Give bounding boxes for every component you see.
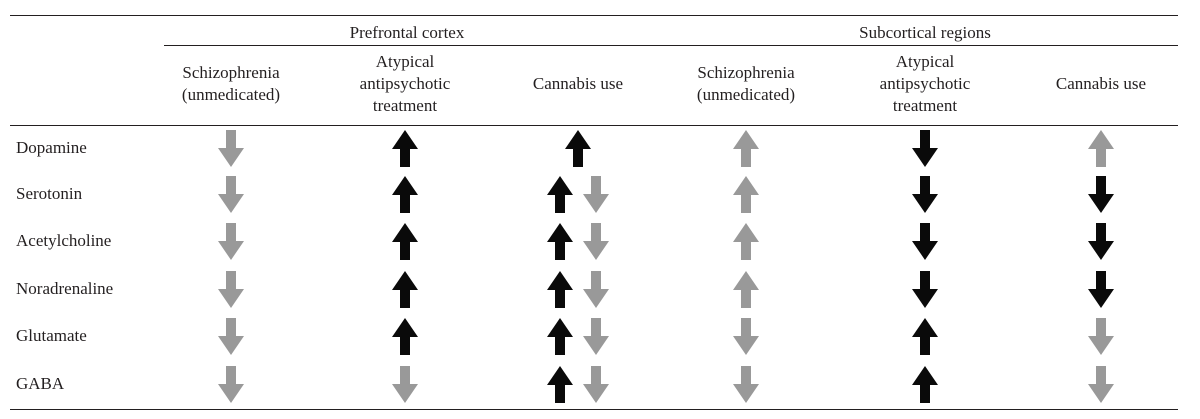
arrow-up-gray-icon: [733, 271, 759, 308]
column-header-line: antipsychotic: [879, 74, 971, 93]
arrow-down-gray-icon: [1088, 318, 1114, 355]
column-header-subcortical-atypical-antipsychotic-treatment: Atypical antipsychotic treatment: [840, 51, 1010, 117]
arrow-up-gray-icon: [1088, 130, 1114, 167]
group-header-rule: [164, 45, 1178, 46]
arrow-up-gray-icon: [733, 130, 759, 167]
arrow-down-gray-icon: [392, 366, 418, 403]
column-header-subcortical-cannabis-use: Cannabis use: [1026, 73, 1176, 95]
group-header-prefrontal-cortex: Prefrontal cortex: [349, 23, 465, 42]
row-label: Dopamine: [16, 138, 87, 157]
arrow-down-gray-icon: [218, 366, 244, 403]
column-header-line: antipsychotic: [359, 74, 451, 93]
column-header-prefrontal-atypical-antipsychotic-treatment: Atypical antipsychotic treatment: [320, 51, 490, 117]
arrow-down-black-icon: [912, 130, 938, 167]
arrow-down-gray-icon: [583, 318, 609, 355]
bottom-rule: [10, 409, 1178, 410]
arrow-down-black-icon: [1088, 223, 1114, 260]
column-header-line: Atypical: [375, 52, 435, 71]
group-header-subcortical-regions: Subcortical regions: [859, 23, 991, 42]
column-header-line: (unmedicated): [696, 85, 796, 104]
arrow-up-black-icon: [547, 271, 573, 308]
arrow-up-black-icon: [547, 176, 573, 213]
arrow-down-gray-icon: [583, 176, 609, 213]
arrow-down-gray-icon: [583, 366, 609, 403]
column-header-prefrontal-cannabis-use: Cannabis use: [493, 73, 663, 95]
column-header-line: treatment: [372, 96, 438, 115]
column-header-line: treatment: [892, 96, 958, 115]
arrow-up-gray-icon: [733, 223, 759, 260]
row-label: Glutamate: [16, 326, 87, 345]
arrow-down-gray-icon: [583, 223, 609, 260]
column-header-line: Cannabis use: [1055, 74, 1147, 93]
arrow-up-black-icon: [547, 223, 573, 260]
row-label: Noradrenaline: [16, 279, 114, 298]
arrow-up-black-icon: [547, 366, 573, 403]
column-header-line: Cannabis use: [532, 74, 624, 93]
arrow-down-gray-icon: [583, 271, 609, 308]
column-header-prefrontal-schizophrenia-unmedicated: Schizophrenia (unmedicated): [146, 62, 316, 106]
column-header-line: (unmedicated): [181, 85, 281, 104]
column-header-line: Schizophrenia: [697, 63, 795, 82]
arrow-up-black-icon: [565, 130, 591, 167]
arrow-up-black-icon: [912, 318, 938, 355]
column-header-line: Atypical: [895, 52, 955, 71]
arrow-down-gray-icon: [218, 271, 244, 308]
arrow-up-black-icon: [392, 223, 418, 260]
arrow-up-black-icon: [547, 318, 573, 355]
arrow-down-black-icon: [1088, 176, 1114, 213]
arrow-up-black-icon: [392, 176, 418, 213]
top-rule: [10, 15, 1178, 16]
row-label: Acetylcholine: [16, 231, 112, 250]
arrow-up-black-icon: [392, 271, 418, 308]
arrow-down-black-icon: [912, 271, 938, 308]
arrow-down-gray-icon: [218, 223, 244, 260]
column-header-line: Schizophrenia: [182, 63, 280, 82]
arrow-down-gray-icon: [1088, 366, 1114, 403]
arrow-up-gray-icon: [733, 176, 759, 213]
arrow-down-gray-icon: [218, 176, 244, 213]
column-header-subcortical-schizophrenia-unmedicated: Schizophrenia (unmedicated): [661, 62, 831, 106]
arrow-down-gray-icon: [733, 318, 759, 355]
arrow-up-black-icon: [392, 318, 418, 355]
arrow-down-black-icon: [912, 176, 938, 213]
column-header-rule: [10, 125, 1178, 126]
row-label: Serotonin: [16, 184, 83, 203]
arrow-down-gray-icon: [218, 130, 244, 167]
arrow-down-black-icon: [912, 223, 938, 260]
arrow-down-gray-icon: [218, 318, 244, 355]
arrow-down-black-icon: [1088, 271, 1114, 308]
arrow-down-gray-icon: [733, 366, 759, 403]
arrow-up-black-icon: [912, 366, 938, 403]
arrow-up-black-icon: [392, 130, 418, 167]
row-label: GABA: [16, 374, 65, 393]
